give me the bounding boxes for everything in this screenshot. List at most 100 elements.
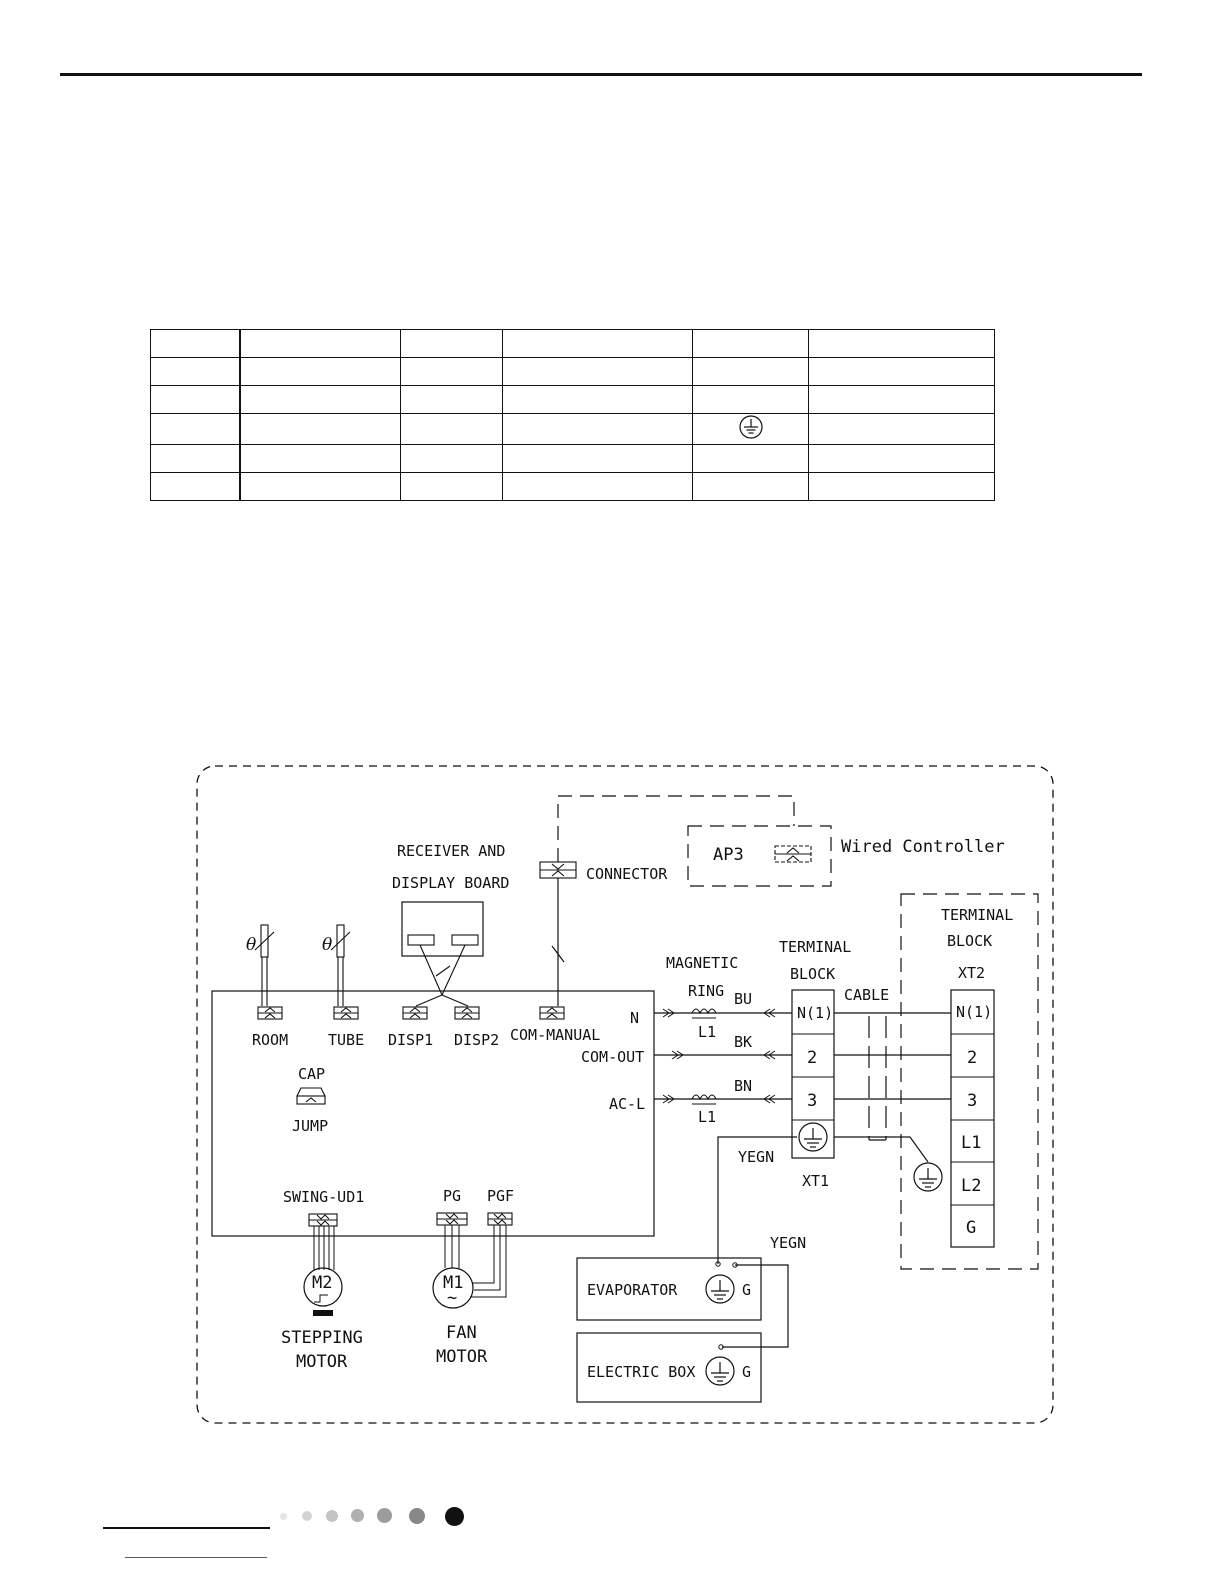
table-row — [150, 385, 995, 414]
fan-motor-icon — [432, 1267, 474, 1309]
main-control-board — [211, 990, 655, 1237]
footer-rule — [103, 1527, 270, 1529]
xt1-terminal-label-1: TERMINAL — [779, 938, 851, 956]
xt1-terminal-label-2: BLOCK — [790, 965, 835, 983]
electric-box-g-label: G — [742, 1363, 751, 1381]
ap3-box — [687, 825, 832, 887]
stepping-motor-label-2: MOTOR — [296, 1352, 348, 1372]
xt2-terminal-3: 3 — [967, 1091, 977, 1111]
magnetic-ring-n-icon — [691, 1008, 717, 1015]
xt1-label: XT1 — [802, 1172, 829, 1190]
pg-label: PG — [443, 1187, 461, 1205]
footer-dot — [302, 1511, 312, 1521]
ground-symbol-icon — [739, 415, 763, 439]
swing-connector-icon — [308, 1213, 338, 1227]
evaporator-box — [576, 1257, 762, 1321]
xt2-terminal-block — [950, 989, 995, 1248]
fan-motor-label-2: MOTOR — [436, 1347, 488, 1367]
com-manual-connector-icon — [539, 1006, 565, 1020]
pgf-connector-icon — [487, 1212, 513, 1226]
bn-wire-label: BN — [734, 1077, 752, 1095]
footer-dot — [409, 1508, 425, 1524]
footer-dot — [377, 1508, 392, 1523]
xt1-terminal-2: 2 — [807, 1048, 817, 1068]
room-connector-icon — [257, 1006, 283, 1020]
tube-sensor-icon — [336, 924, 345, 958]
cable-ground-icon — [913, 1162, 943, 1192]
disp2-connector-icon — [454, 1006, 480, 1020]
table-row — [150, 357, 995, 386]
xt2-terminal-g: G — [966, 1218, 976, 1238]
fan-motor-label-1: FAN — [446, 1323, 477, 1343]
footer-dot — [326, 1510, 338, 1522]
symbol-legend-table — [150, 329, 995, 501]
l1-label-bottom: L1 — [698, 1108, 716, 1126]
connector-label: CONNECTOR — [586, 865, 668, 883]
xt1-ground-icon — [798, 1122, 828, 1152]
m1-label: M1 — [443, 1273, 463, 1293]
room-sensor-symbol: θ — [246, 935, 256, 955]
xt1-terminal-3: 3 — [807, 1091, 817, 1111]
evaporator-label: EVAPORATOR — [587, 1281, 678, 1299]
xt1-terminal-block — [791, 989, 835, 1159]
indoor-unit-boundary — [196, 765, 1054, 1424]
magnetic-label: MAGNETIC — [666, 954, 738, 972]
electric-box — [576, 1332, 762, 1403]
swing-label: SWING-UD1 — [283, 1188, 364, 1206]
wired-controller-link — [557, 795, 795, 862]
pg-connector-icon — [436, 1212, 468, 1226]
ac-l-port-label: AC-L — [609, 1095, 645, 1113]
jump-label: JUMP — [292, 1117, 328, 1135]
xt2-terminal-n: N(1) — [956, 1003, 992, 1021]
evaporator-g-label: G — [742, 1281, 751, 1299]
tube-connector-icon — [333, 1006, 359, 1020]
tube-sensor-symbol: θ — [322, 935, 332, 955]
xt2-terminal-l2: L2 — [961, 1176, 981, 1196]
xt1-terminal-n: N(1) — [797, 1004, 833, 1022]
cap-jump-icon — [296, 1087, 326, 1105]
electric-box-label: ELECTRIC BOX — [587, 1363, 695, 1381]
room-sensor-icon — [260, 924, 269, 958]
stepping-motor-label-1: STEPPING — [281, 1328, 363, 1348]
disp1-port-label: DISP1 — [388, 1031, 433, 1049]
xt2-terminal-label-2: BLOCK — [947, 932, 992, 950]
disp1-connector-icon — [402, 1006, 428, 1020]
cap-label: CAP — [298, 1065, 325, 1083]
footer-dot — [280, 1513, 287, 1520]
connector-icon — [539, 861, 577, 879]
xt2-terminal-2: 2 — [967, 1048, 977, 1068]
bk-wire-label: BK — [734, 1033, 752, 1051]
stepping-motor-icon — [303, 1267, 343, 1307]
n-port-label: N — [630, 1009, 639, 1027]
evaporator-ground-icon — [705, 1274, 735, 1304]
m2-label: M2 — [312, 1273, 332, 1293]
receiver-board-box — [401, 901, 484, 957]
table-row — [150, 472, 995, 501]
footer-dot-active — [445, 1507, 464, 1526]
header-rule — [60, 73, 1142, 76]
footer-dot — [351, 1509, 364, 1522]
l1-label-top: L1 — [698, 1023, 716, 1041]
bu-wire-label: BU — [734, 990, 752, 1008]
xt2-label: XT2 — [958, 964, 985, 982]
wired-controller-label: Wired Controller — [841, 837, 1005, 857]
yegn-label-1: YEGN — [738, 1148, 774, 1166]
room-port-label: ROOM — [252, 1031, 288, 1049]
yegn-label-2: YEGN — [770, 1234, 806, 1252]
xt2-terminal-label-1: TERMINAL — [941, 906, 1013, 924]
disp2-port-label: DISP2 — [454, 1031, 499, 1049]
ap3-label: AP3 — [713, 845, 744, 865]
tube-port-label: TUBE — [328, 1031, 364, 1049]
receiver-board-label-1: RECEIVER AND — [397, 842, 505, 860]
cable-label: CABLE — [844, 986, 889, 1004]
electric-box-ground-icon — [705, 1356, 735, 1386]
outdoor-terminal-boundary — [900, 893, 1039, 1270]
pgf-label: PGF — [487, 1187, 514, 1205]
xt2-terminal-l1: L1 — [961, 1133, 981, 1153]
receiver-board-label-2: DISPLAY BOARD — [392, 874, 509, 892]
footer-link-underline[interactable] — [125, 1557, 267, 1558]
m1-ac-symbol: ~ — [447, 1288, 457, 1308]
com-manual-port-label: COM-MANUAL — [510, 1026, 600, 1044]
com-out-port-label: COM-OUT — [581, 1048, 644, 1066]
